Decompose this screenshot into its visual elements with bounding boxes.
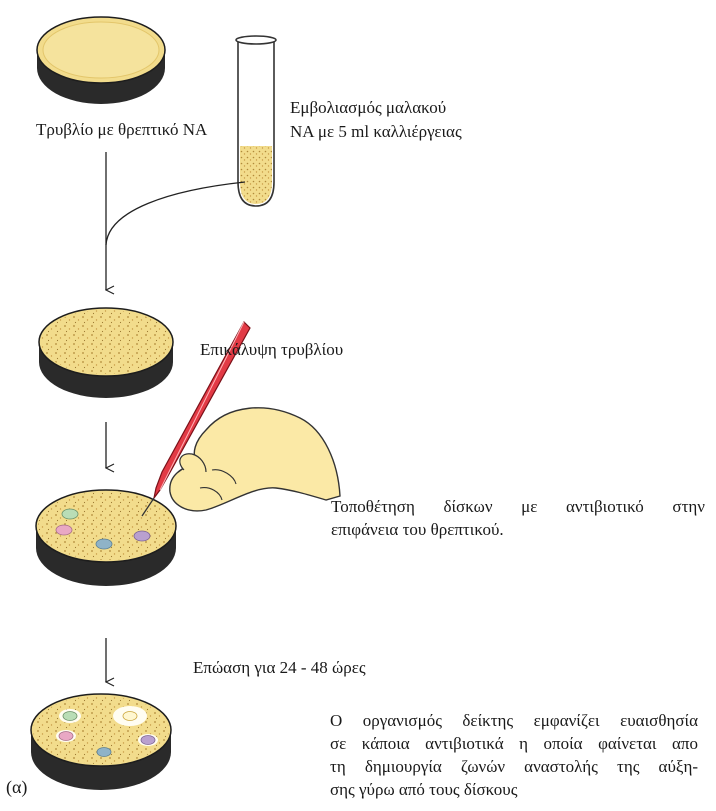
antibiotic-disc (123, 712, 137, 721)
result-line1: Ο οργανισμός δείκτης εμφανίζει ευαισθησί… (330, 709, 698, 732)
coating-label: Επικάλυψη τρυβλίου (200, 338, 343, 361)
test-tube (236, 36, 276, 206)
antibiotic-disc (62, 509, 78, 519)
antibiotic-disc (134, 531, 150, 541)
discs-label-line2: επιφάνεια του θρεπτικού. (331, 520, 504, 539)
antibiotic-disc (96, 539, 112, 549)
plate-label: Τρυβλίο με θρεπτικό ΝΑ (36, 118, 207, 141)
antibiotic-disc (63, 712, 77, 721)
arrow-tube-to-plate (106, 182, 245, 245)
result-line2: σε κάποια αντιβιοτικά η οποία φαίνεται α… (330, 732, 698, 755)
inoculation-label-line1: Εμβολιασμός μαλακού (290, 96, 446, 119)
antibiotic-disc (141, 736, 155, 745)
panel-label: (α) (6, 776, 27, 799)
antibiotic-disc (56, 525, 72, 535)
result-line3: τη δημιουργία ζωνών αναστολής της αύξη- (330, 755, 698, 778)
antibiotic-disc (97, 748, 111, 757)
result-description: Ο οργανισμός δείκτης εμφανίζει ευαισθησί… (330, 709, 698, 801)
antibiotic-disc (59, 732, 73, 741)
coated-plate (39, 308, 173, 398)
result-line4: σης γύρω από τους δίσκους (330, 780, 517, 799)
inoculation-label-line2: ΝΑ με 5 ml καλλιέργειας (290, 120, 462, 143)
nutrient-plate (37, 17, 165, 104)
incubation-label: Επώαση για 24 - 48 ώρες (193, 656, 366, 679)
disc-plate (36, 490, 176, 586)
result-plate (31, 694, 171, 790)
discs-label-line1: Τοποθέτηση δίσκων με αντιβιοτικό στην (331, 495, 705, 518)
discs-label: Τοποθέτηση δίσκων με αντιβιοτικό στην επ… (331, 495, 705, 541)
